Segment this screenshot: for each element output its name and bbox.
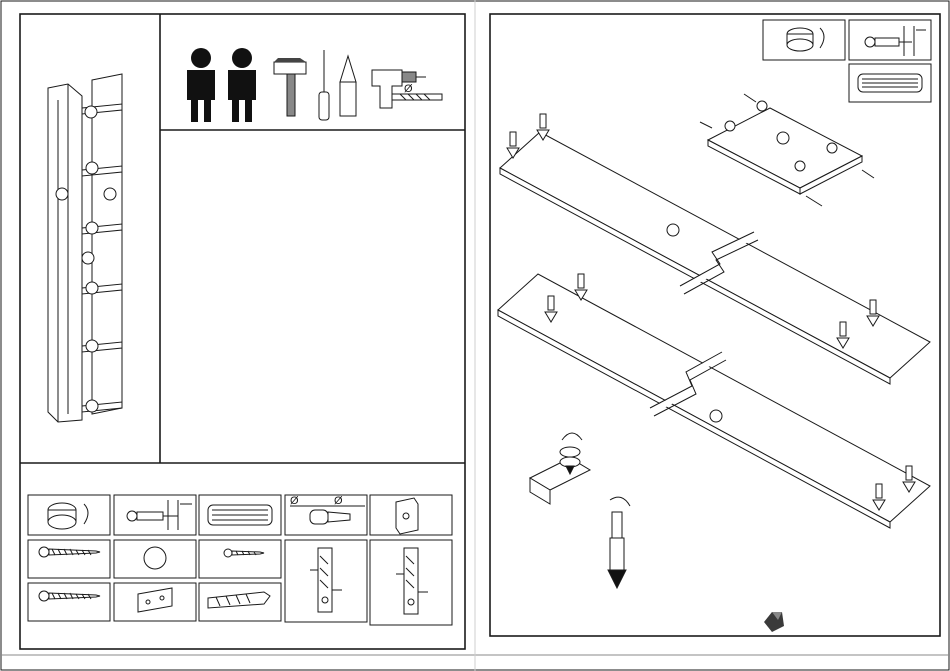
screwdriver-icon bbox=[319, 50, 329, 120]
cam-lock-icon bbox=[48, 503, 88, 529]
cam-bolt-detail bbox=[608, 497, 630, 588]
shelf-pin-icon bbox=[290, 506, 365, 524]
diameter-symbol-right: Ø bbox=[334, 495, 343, 507]
ref-dowel-icon bbox=[858, 74, 922, 92]
cam-bolt-icon bbox=[127, 500, 192, 530]
diameter-symbol: Ø bbox=[404, 83, 413, 95]
ref-cam-bolt-icon bbox=[865, 26, 926, 56]
cam-lock-detail bbox=[530, 433, 590, 504]
cap-cover-icon bbox=[144, 547, 166, 569]
left-page: Ø bbox=[20, 14, 465, 649]
bookshelf-overview bbox=[48, 74, 122, 422]
pencil-icon bbox=[340, 56, 356, 116]
drill-icon bbox=[372, 70, 426, 108]
hammer-icon bbox=[274, 58, 306, 116]
wall-hanger-icon bbox=[310, 548, 342, 612]
metal-bracket-icon bbox=[138, 588, 172, 612]
wooden-dowel-icon bbox=[208, 505, 272, 525]
brand-logo bbox=[764, 612, 784, 632]
plastic-block-icon bbox=[396, 498, 418, 534]
ref-cam-lock-icon bbox=[787, 28, 824, 51]
wall-plug-icon bbox=[208, 592, 270, 608]
drill-bit-icon bbox=[392, 94, 442, 100]
wall-hanger-mirrored-icon bbox=[396, 548, 428, 614]
screw-long-2-icon bbox=[39, 591, 100, 601]
screw-small-icon bbox=[224, 549, 264, 557]
two-people-icon bbox=[187, 48, 256, 122]
part-callouts bbox=[56, 106, 116, 412]
diameter-symbol-left: Ø bbox=[290, 495, 299, 507]
screw-long-icon bbox=[39, 547, 100, 557]
right-page bbox=[490, 14, 940, 636]
